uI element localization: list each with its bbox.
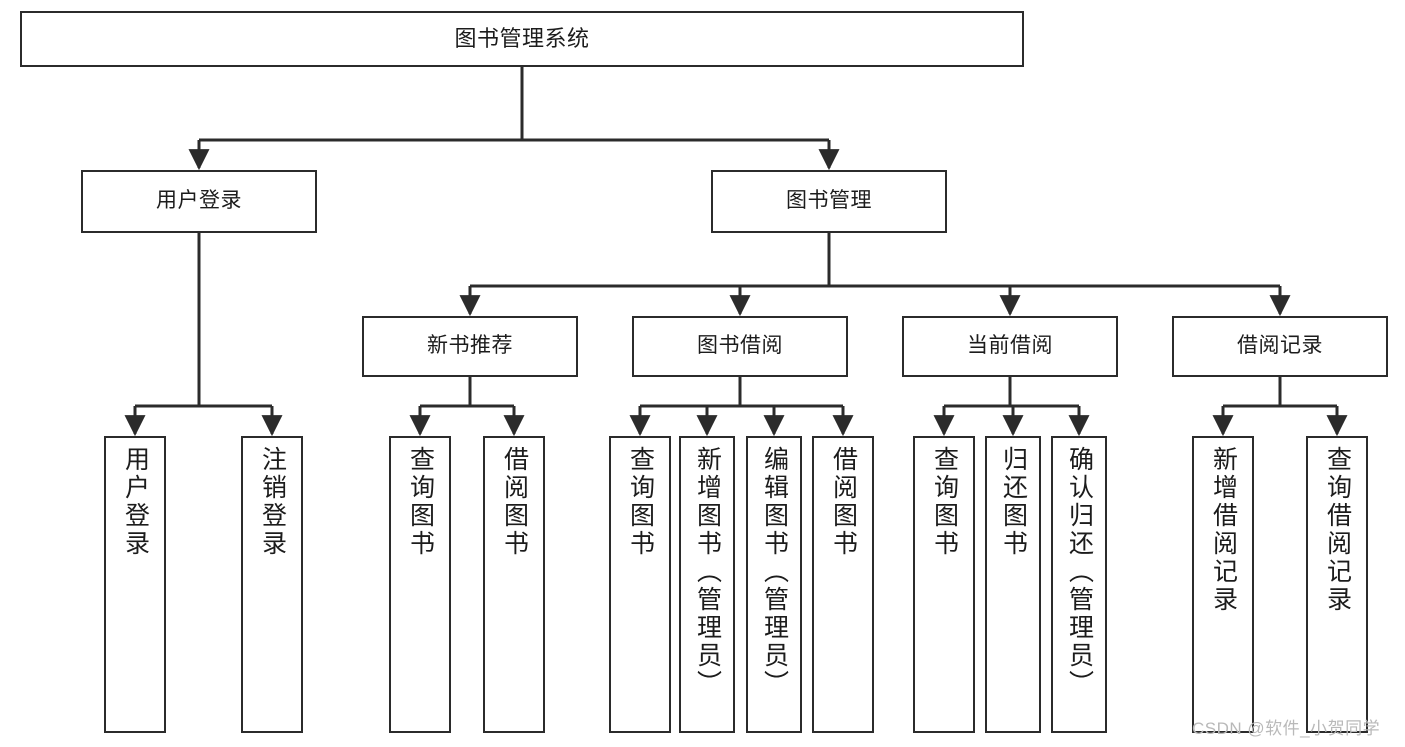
node-leaf-confirm-return[interactable]: 确认归还（管理员） [1051,436,1107,733]
node-leaf-return-book[interactable]: 归还图书 [985,436,1041,733]
node-leaf-borrow-book-1[interactable]: 借阅图书 [483,436,545,733]
node-label: 用户登录 [121,446,150,558]
node-label: 查询图书 [626,446,655,558]
node-leaf-borrow-book-2[interactable]: 借阅图书 [812,436,874,733]
node-label: 查询借阅记录 [1323,446,1352,614]
csdn-watermark: CSDN @软件_小贺同学 [1192,719,1381,738]
node-label: 新增图书（管理员） [693,446,722,698]
node-label: 归还图书 [999,446,1028,558]
node-new-book-recommend[interactable]: 新书推荐 [362,316,578,377]
node-leaf-logout[interactable]: 注销登录 [241,436,303,733]
node-label: 借阅图书 [500,446,529,558]
node-label: 查询图书 [406,446,435,558]
node-label: 用户登录 [156,189,242,213]
node-leaf-query-book-1[interactable]: 查询图书 [389,436,451,733]
node-book-manage[interactable]: 图书管理 [711,170,947,233]
node-current-borrow[interactable]: 当前借阅 [902,316,1118,377]
node-leaf-edit-book[interactable]: 编辑图书（管理员） [746,436,802,733]
node-label: 图书管理 [786,189,872,213]
node-leaf-user-login[interactable]: 用户登录 [104,436,166,733]
node-label: 查询图书 [930,446,959,558]
node-label: 当前借阅 [967,334,1053,358]
node-user-login[interactable]: 用户登录 [81,170,317,233]
node-label: 注销登录 [258,446,287,558]
node-label: 新书推荐 [427,334,513,358]
node-label: 借阅图书 [829,446,858,558]
node-label: 借阅记录 [1237,334,1323,358]
node-label: 图书借阅 [697,334,783,358]
node-leaf-query-book-2[interactable]: 查询图书 [609,436,671,733]
node-leaf-add-book[interactable]: 新增图书（管理员） [679,436,735,733]
node-label: 编辑图书（管理员） [760,446,789,698]
node-borrow-record[interactable]: 借阅记录 [1172,316,1388,377]
node-label: 新增借阅记录 [1209,446,1238,614]
node-leaf-query-record[interactable]: 查询借阅记录 [1306,436,1368,733]
node-book-borrow[interactable]: 图书借阅 [632,316,848,377]
node-root[interactable]: 图书管理系统 [20,11,1024,67]
node-leaf-add-record[interactable]: 新增借阅记录 [1192,436,1254,733]
node-label: 确认归还（管理员） [1065,446,1094,698]
node-leaf-query-book-3[interactable]: 查询图书 [913,436,975,733]
node-label: 图书管理系统 [454,26,590,52]
